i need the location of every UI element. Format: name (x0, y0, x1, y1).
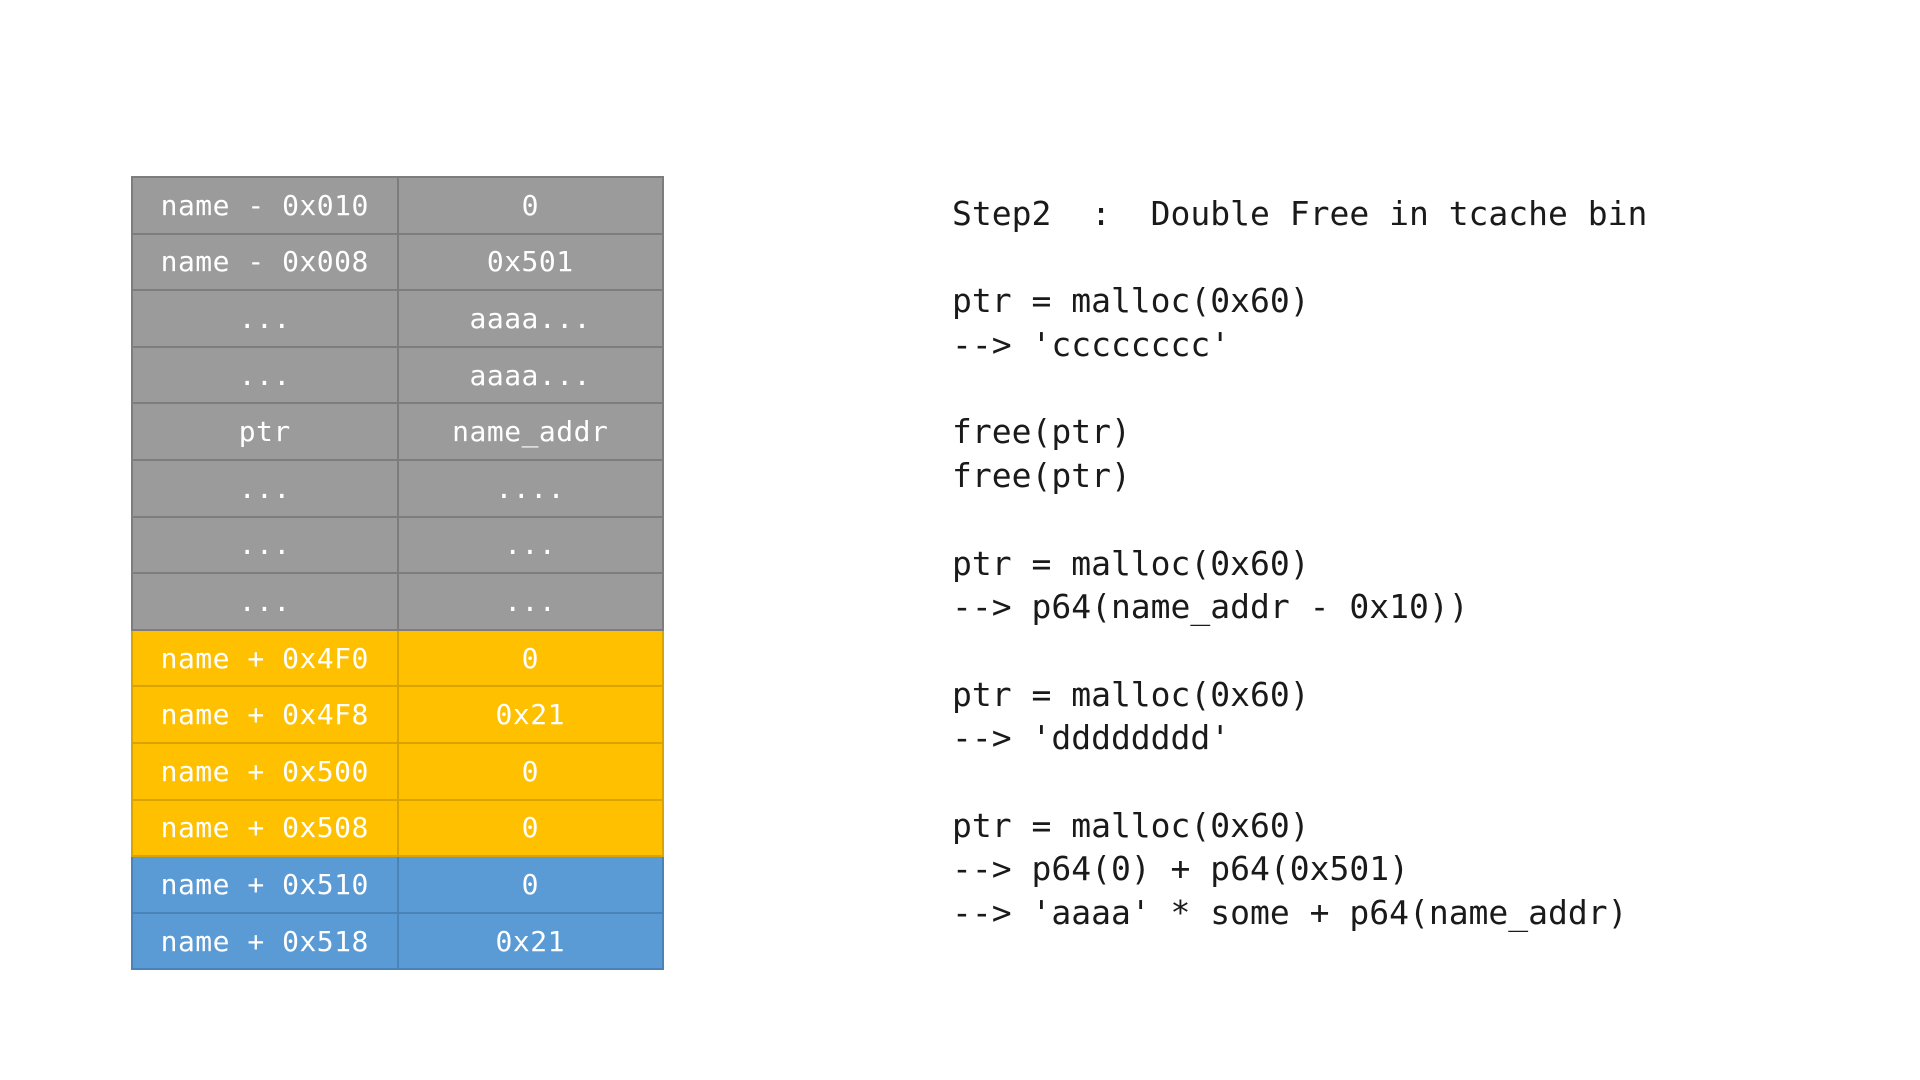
memory-address-cell: name - 0x008 (131, 232, 399, 292)
memory-value-cell: ... (396, 515, 664, 575)
memory-row: ... .... (131, 458, 664, 518)
memory-address-cell: name - 0x010 (131, 176, 399, 235)
code-line: --> 'dddddddd' (952, 718, 1231, 758)
memory-address-cell: name + 0x4F0 (131, 628, 399, 688)
exploit-code-panel: Step2 : Double Free in tcache bin ptr = … (952, 192, 1872, 935)
code-line: ptr = malloc(0x60) (952, 805, 1310, 845)
memory-row: name + 0x500 0 (131, 741, 664, 801)
memory-value-cell: name_addr (396, 402, 664, 461)
memory-row: ... ... (131, 572, 664, 631)
step-title: Step2 : Double Free in tcache bin (952, 194, 1648, 233)
code-line: free(ptr) (952, 412, 1131, 452)
code-line (952, 760, 1872, 804)
memory-value-cell: 0 (396, 855, 664, 914)
memory-value-cell: .... (396, 458, 664, 518)
memory-address-cell: name + 0x500 (131, 741, 399, 801)
code-line: ptr = malloc(0x60) (952, 543, 1310, 583)
memory-value-cell: ... (396, 572, 664, 631)
memory-address-cell: ... (131, 458, 399, 518)
code-line: ptr = malloc(0x60) (952, 281, 1310, 321)
memory-row: name + 0x4F8 0x21 (131, 685, 664, 744)
code-line (952, 236, 1872, 280)
memory-address-cell: ... (131, 515, 399, 575)
memory-row: name - 0x010 0 (131, 176, 664, 235)
memory-row: ptr name_addr (131, 402, 664, 461)
code-line: --> p64(name_addr - 0x10)) (952, 587, 1469, 627)
memory-value-cell: 0 (396, 798, 664, 858)
memory-address-cell: name + 0x508 (131, 798, 399, 858)
memory-value-cell: 0 (396, 628, 664, 688)
memory-address-cell: ... (131, 289, 399, 348)
memory-address-cell: ptr (131, 402, 399, 461)
memory-address-cell: ... (131, 345, 399, 405)
memory-value-cell: 0 (396, 741, 664, 801)
code-line: --> 'aaaa' * some + p64(name_addr) (952, 893, 1628, 932)
code-line (952, 629, 1872, 673)
code-line: --> p64(0) + p64(0x501) (952, 849, 1409, 889)
memory-row: name + 0x518 0x21 (131, 911, 664, 971)
memory-value-cell: aaaa... (396, 345, 664, 405)
code-line (952, 367, 1872, 411)
memory-row: ... aaaa... (131, 345, 664, 405)
code-line: --> 'cccccccc' (952, 325, 1231, 365)
memory-row: ... ... (131, 515, 664, 575)
memory-address-cell: name + 0x518 (131, 911, 399, 971)
code-line (952, 498, 1872, 542)
memory-row: name + 0x510 0 (131, 855, 664, 914)
memory-layout-table: name - 0x010 0 name - 0x008 0x501 ... aa… (131, 176, 664, 971)
memory-value-cell: 0x501 (396, 232, 664, 292)
memory-value-cell: 0x21 (396, 911, 664, 971)
memory-value-cell: 0x21 (396, 685, 664, 744)
memory-address-cell: name + 0x4F8 (131, 685, 399, 744)
memory-row: name + 0x4F0 0 (131, 628, 664, 688)
code-line: ptr = malloc(0x60) (952, 674, 1310, 714)
code-line: free(ptr) (952, 456, 1131, 496)
memory-value-cell: aaaa... (396, 289, 664, 348)
memory-address-cell: ... (131, 572, 399, 631)
memory-address-cell: name + 0x510 (131, 855, 399, 914)
memory-row: name + 0x508 0 (131, 798, 664, 858)
memory-value-cell: 0 (396, 176, 664, 235)
memory-row: name - 0x008 0x501 (131, 232, 664, 292)
memory-row: ... aaaa... (131, 289, 664, 348)
